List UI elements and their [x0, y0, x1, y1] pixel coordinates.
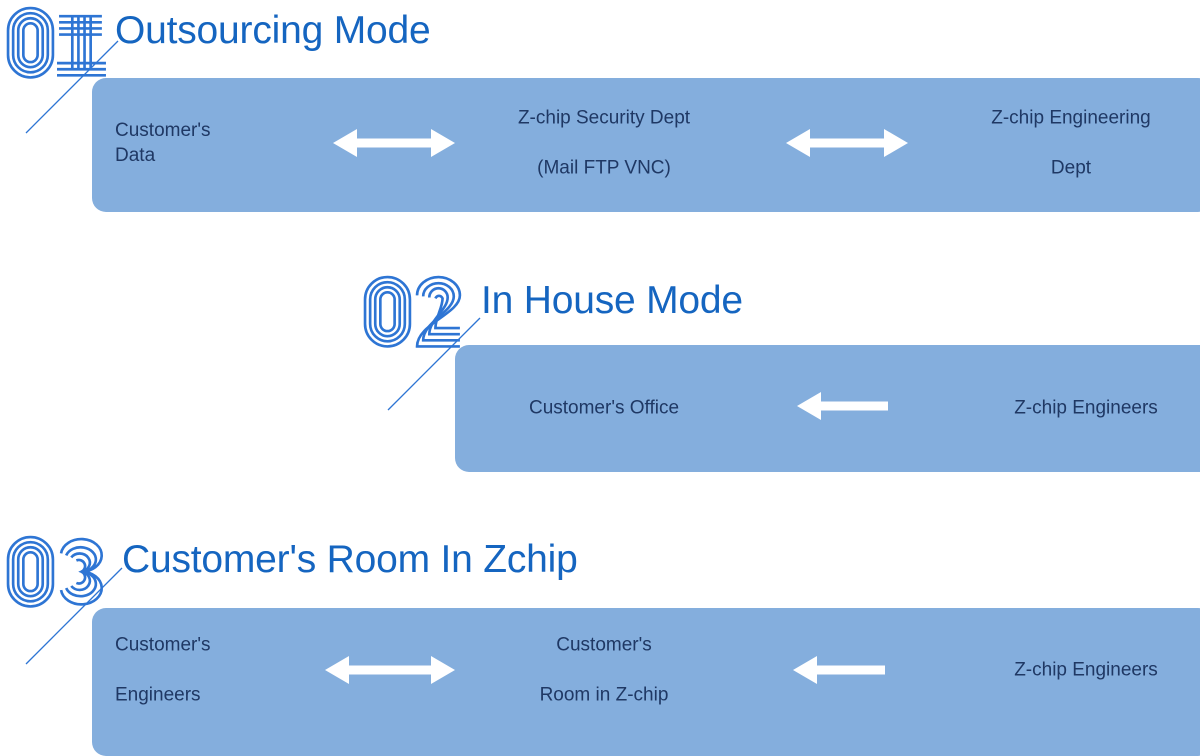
arrowhead-right — [431, 656, 455, 684]
node-customers-data: Customer's Data — [115, 119, 211, 166]
node-line: Dept — [1050, 157, 1092, 179]
arrow-shaft — [817, 401, 888, 411]
arrow-left-02 — [797, 392, 888, 420]
mode-bar-01 — [92, 78, 1200, 212]
arrow-bidirectional-01b — [786, 129, 908, 157]
node-line: Z-chip Security Dept — [517, 107, 691, 129]
node-zchip-engineers-03: Z-chip Engineers — [1014, 659, 1158, 681]
section-title-01: Outsourcing Mode — [115, 9, 431, 52]
section-number-03 — [6, 535, 104, 608]
arrow-shaft — [813, 665, 885, 675]
node-zchip-engineers-02: Z-chip Engineers — [1014, 397, 1158, 419]
node-line: Room in Z-chip — [539, 684, 669, 706]
node-zchip-security-dept: Z-chip Security Dept (Mail FTP VNC) — [444, 80, 764, 205]
arrow-bidirectional-01a — [333, 129, 455, 157]
node-line: Customer's — [556, 634, 652, 656]
arrow-shaft — [353, 138, 435, 148]
arrowhead-right — [884, 129, 908, 157]
arrow-shaft — [345, 665, 435, 675]
section-title-02: In House Mode — [481, 279, 743, 322]
node-line: Engineers — [115, 684, 201, 706]
node-customers-engineers: Customer's Engineers — [115, 607, 315, 732]
node-line: Customer's — [115, 634, 211, 656]
arrow-shaft — [806, 138, 888, 148]
arrow-bidirectional-03 — [325, 656, 455, 684]
node-customers-office: Customer's Office — [528, 397, 680, 419]
node-line: (Mail FTP VNC) — [537, 157, 671, 179]
section-title-03: Customer's Room In Zchip — [122, 538, 578, 581]
arrow-left-03 — [793, 656, 885, 684]
mode-bar-03 — [92, 608, 1200, 756]
arrowhead-right — [431, 129, 455, 157]
section-number-02 — [363, 275, 462, 348]
section-number-01 — [6, 6, 108, 79]
node-customers-room-in-zchip: Customer's Room in Z-chip — [464, 607, 744, 732]
node-zchip-engineering-dept: Z-chip Engineering Dept — [951, 80, 1191, 205]
node-line: Z-chip Engineering — [991, 107, 1151, 129]
